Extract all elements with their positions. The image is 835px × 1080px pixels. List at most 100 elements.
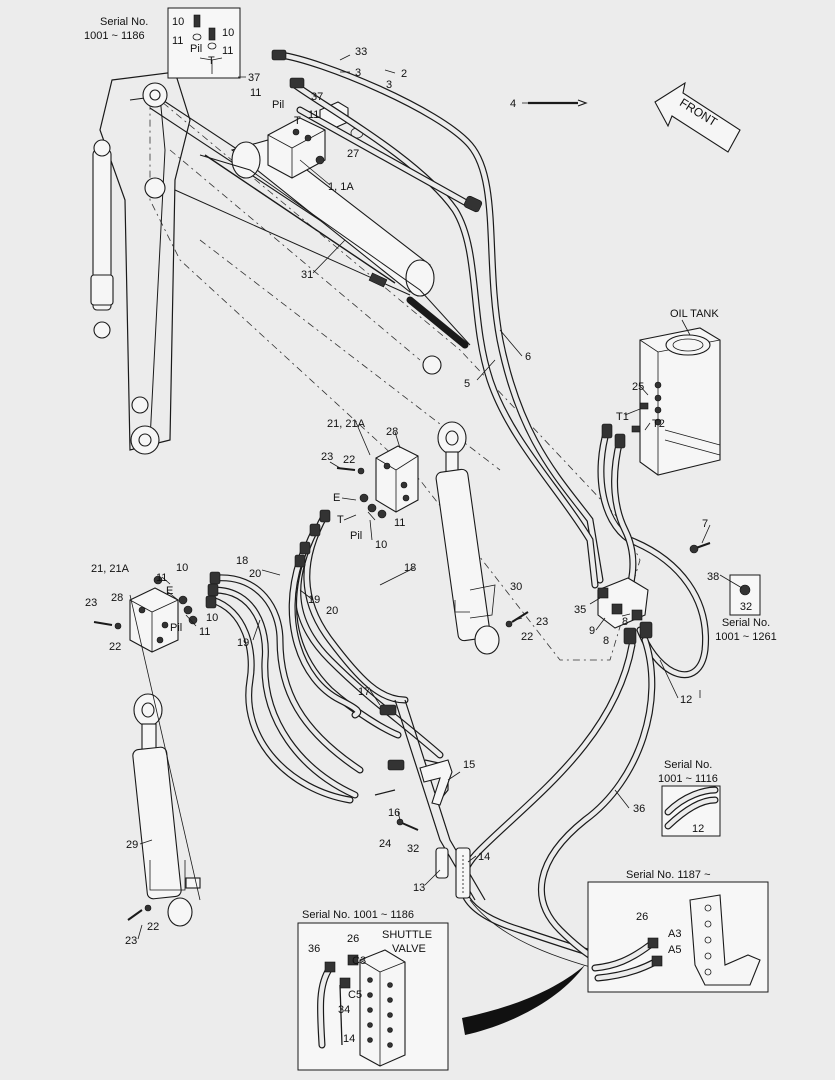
callout-23d: 23 <box>125 935 137 947</box>
rod-31 <box>174 154 411 296</box>
inset-1261-title-l1: Serial No. <box>722 617 770 629</box>
callout-3a: 3 <box>355 67 361 79</box>
inset-top-left-label-11a: 11 <box>172 35 183 47</box>
hose-5-6 <box>271 49 604 589</box>
cyl-leader <box>129 594 201 901</box>
inset-top-left: Serial No. 1001 ~ 1186 10 10 11 11 Pil T <box>84 7 241 79</box>
inset-shuttle-label-c3: C3 <box>352 955 366 967</box>
arm-cylinder <box>142 82 471 375</box>
callout-3b: 3 <box>386 79 392 91</box>
callout-14: 14 <box>478 851 490 863</box>
callout-18a: 18 <box>236 555 248 567</box>
hoses-left <box>205 571 364 804</box>
inset-1187-label-a3: A3 <box>668 928 681 940</box>
callout-31: 31 <box>301 269 313 281</box>
inset-1187-title: Serial No. 1187 ~ <box>626 869 711 881</box>
callout-21a: 21, 21A <box>327 418 366 430</box>
callout-22c: 22 <box>521 631 533 643</box>
inset-serial-1187: Serial No. 1187 ~ 26 A3 A5 <box>587 869 769 993</box>
arm-frame <box>90 71 191 455</box>
callout-eb: E <box>166 585 173 597</box>
callout-pilb: Pil <box>170 622 182 634</box>
bucket-cylinder-29 <box>127 693 201 927</box>
inset-shuttle-valve-l1: SHUTTLE <box>382 929 432 941</box>
callout-4: 4 <box>510 98 516 110</box>
inset-shuttle-label-26: 26 <box>347 933 359 945</box>
pipes-13-14 <box>374 699 486 901</box>
callout-19a: 19 <box>237 637 249 649</box>
callouts: 33 2 3 3 37 11 37 11 Pil T 27 1, 1A 4 31… <box>85 46 719 947</box>
inset-1187-label-a5: A5 <box>668 944 681 956</box>
callout-6: 6 <box>525 351 531 363</box>
callout-17: 17 <box>358 686 370 698</box>
callout-36: 36 <box>633 803 645 815</box>
inset-top-left-title-l2: 1001 ~ 1186 <box>84 30 145 42</box>
callout-22d: 22 <box>147 921 159 933</box>
inset-shuttle-valve-l2: VALVE <box>392 943 426 955</box>
callout-27: 27 <box>347 148 359 160</box>
callout-leaders <box>137 54 743 940</box>
callout-15: 15 <box>463 759 475 771</box>
callout-37a: 37 <box>248 72 260 84</box>
callout-20a: 20 <box>249 568 261 580</box>
callout-12: 12 <box>680 694 692 706</box>
inset-top-left-title-l1: Serial No. <box>100 16 148 28</box>
callout-10c: 10 <box>206 612 218 624</box>
callout-pil: Pil <box>272 99 284 111</box>
bolt-23-c <box>511 611 529 623</box>
inset-serial-1116: 12 Serial No. 1001 ~ 1116 <box>658 759 721 837</box>
inset-top-left-label-pil: Pil <box>190 43 202 55</box>
callout-19b: 19 <box>308 594 320 606</box>
sweep-arrow <box>462 965 585 1035</box>
pin-4 <box>528 99 588 107</box>
callout-21b: 21, 21A <box>91 563 130 575</box>
callout-18b: 18 <box>404 562 416 574</box>
callout-11a: 11 <box>250 87 261 99</box>
callout-13: 13 <box>413 882 425 894</box>
inset-1261-part: 32 <box>740 601 752 613</box>
inset-top-left-label-10b: 10 <box>222 27 234 39</box>
oil-tank-label-t2: T2 <box>652 418 665 430</box>
callout-ta: T <box>337 514 344 526</box>
callout-7: 7 <box>702 518 708 530</box>
callout-9: 9 <box>589 625 595 637</box>
callout-11d: 11 <box>156 572 167 584</box>
inset-shuttle-label-34: 34 <box>338 1004 350 1016</box>
callout-10b: 10 <box>176 562 188 574</box>
valve-block-1 <box>267 117 326 179</box>
inset-serial-1261: 32 Serial No. 1001 ~ 1261 <box>715 574 777 643</box>
inset-1116-title-l1: Serial No. <box>664 759 712 771</box>
inset-top-left-label-10a: 10 <box>172 16 184 28</box>
callout-8a: 8 <box>622 616 628 628</box>
callout-11b: 11 <box>308 109 319 121</box>
callout-29: 29 <box>126 839 138 851</box>
inset-shuttle-valve: Serial No. 1001 ~ 1186 SHUTTLE VALVE 36 … <box>297 909 449 1071</box>
inset-shuttle-title: Serial No. 1001 ~ 1186 <box>302 909 414 921</box>
oil-tank-title: OIL TANK <box>670 308 719 320</box>
callout-11c: 11 <box>394 517 405 529</box>
callout-32: 32 <box>407 843 419 855</box>
callout-5: 5 <box>464 378 470 390</box>
callout-11e: 11 <box>199 626 210 638</box>
callout-30: 30 <box>510 581 522 593</box>
valve-block-21-upper <box>336 445 419 519</box>
oil-tank-label-t1: T1 <box>616 411 629 423</box>
inset-top-left-label-11b: 11 <box>222 45 233 57</box>
callout-23b: 23 <box>85 597 97 609</box>
callout-2: 2 <box>401 68 407 80</box>
callout-28b: 28 <box>111 592 123 604</box>
callout-22a: 22 <box>343 454 355 466</box>
callout-ea: E <box>333 492 340 504</box>
front-arrow: FRONT <box>654 81 741 153</box>
inset-1187-label-26: 26 <box>636 911 648 923</box>
callout-24: 24 <box>379 838 391 850</box>
callout-33: 33 <box>355 46 367 58</box>
callout-38: 38 <box>707 571 719 583</box>
callout-t: T <box>294 115 301 127</box>
callout-8b: 8 <box>603 635 609 647</box>
inset-1116-part: 12 <box>692 823 704 835</box>
callout-10a: 10 <box>375 539 387 551</box>
hoses-18-19-20 <box>288 509 444 759</box>
